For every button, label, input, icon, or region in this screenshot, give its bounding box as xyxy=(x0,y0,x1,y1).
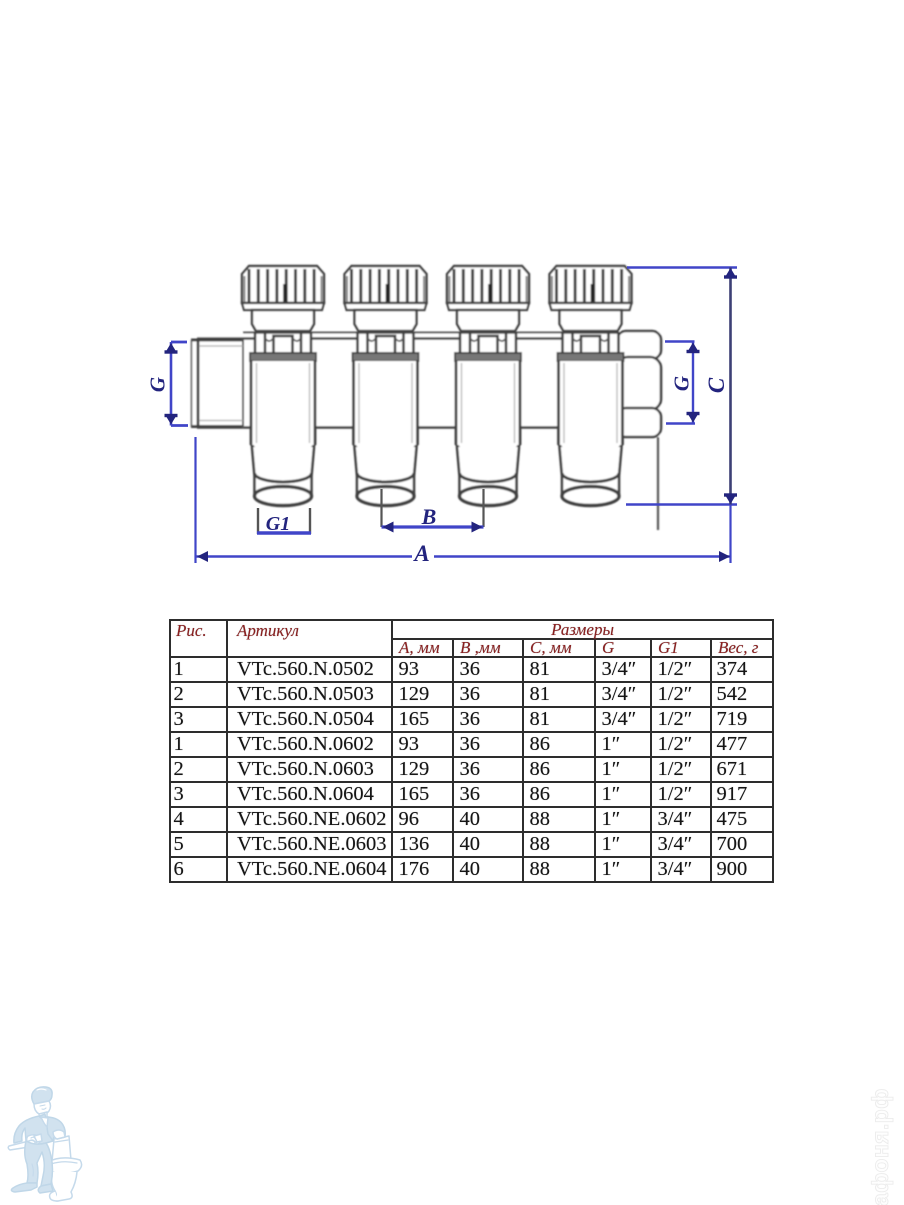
svg-text:G1: G1 xyxy=(266,513,290,535)
svg-text:B: B xyxy=(421,504,437,529)
svg-text:C: C xyxy=(704,377,729,393)
svg-text:G: G xyxy=(146,377,170,392)
svg-text:G: G xyxy=(670,376,694,391)
svg-text:A: A xyxy=(412,541,429,566)
